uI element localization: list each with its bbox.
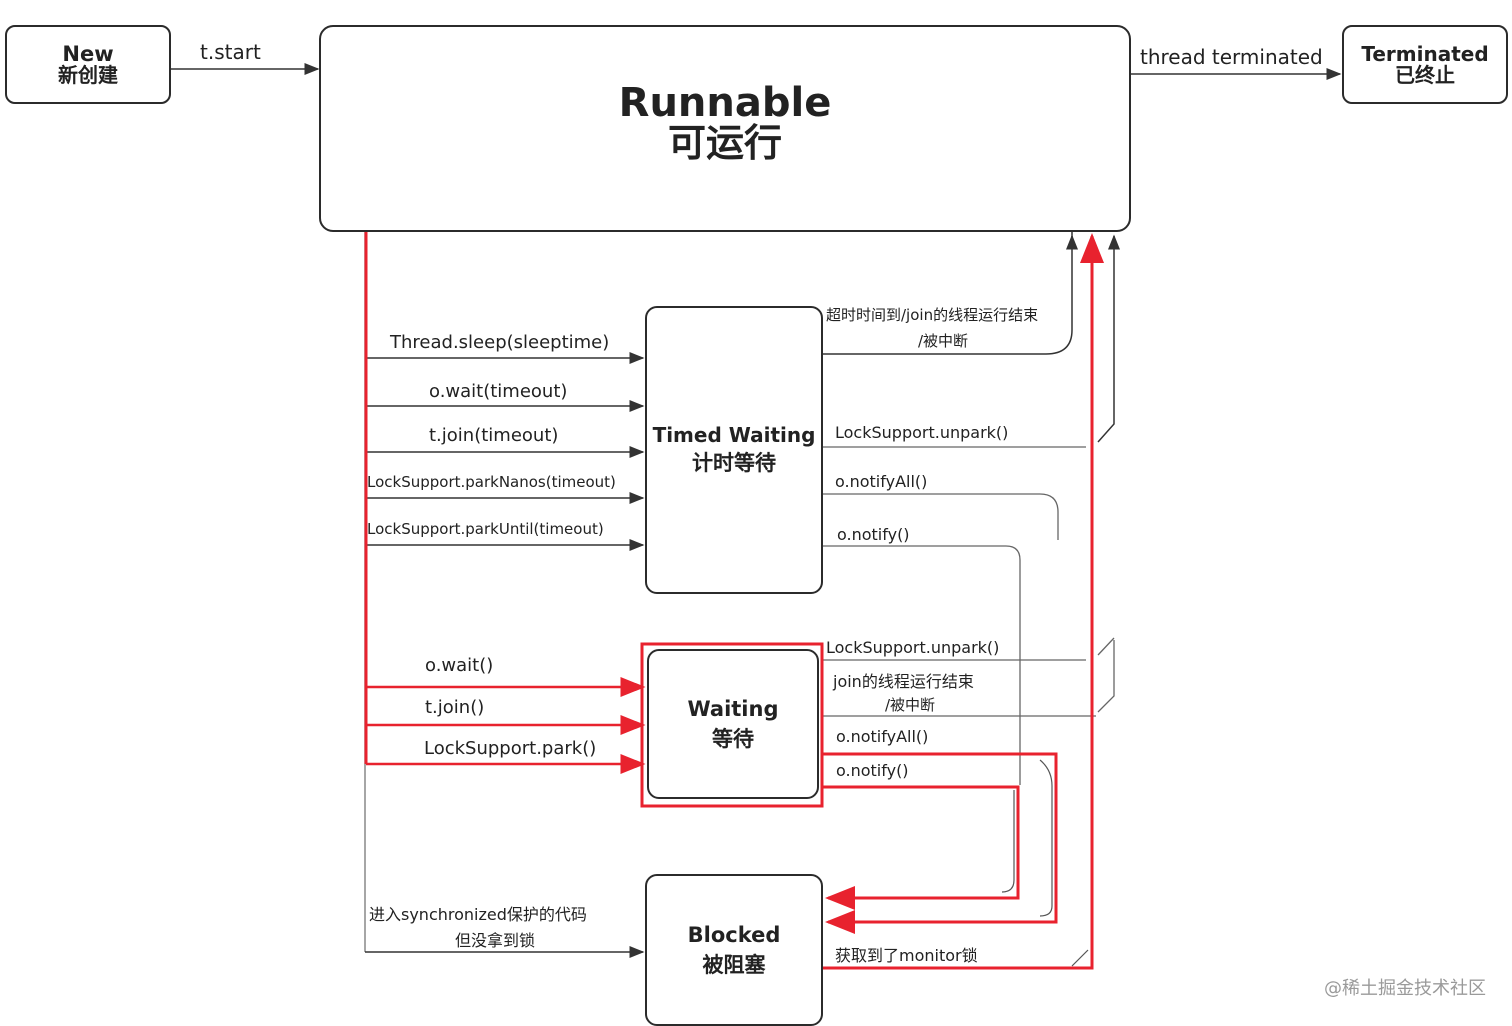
state-blocked-zh: 被阻塞 [702,953,766,977]
label-timeout-line1: 超时时间到/join的线程运行结束 [826,306,1039,324]
label-t-start: t.start [200,40,261,64]
state-runnable-en: Runnable [618,79,832,126]
label-t-join-timeout: t.join(timeout) [429,425,559,446]
watermark: @稀土掘金技术社区 [1324,978,1486,999]
state-blocked: Blocked 被阻塞 [645,874,823,1026]
label-join-line1: join的线程运行结束 [833,672,974,691]
label-o-wait: o.wait() [425,655,494,676]
label-sync-line1: 进入synchronized保护的代码 [369,905,587,924]
label-timed-unpark: LockSupport.unpark() [835,423,1009,442]
state-blocked-en: Blocked [687,922,781,947]
state-timed-waiting-zh: 计时等待 [692,451,776,476]
label-thread-terminated: thread terminated [1140,45,1323,69]
label-thread-sleep: Thread.sleep(sleeptime) [390,332,610,353]
label-waiting-notify: o.notify() [836,761,909,780]
waiting-highlight-box [640,642,824,808]
label-o-wait-timeout: o.wait(timeout) [429,381,568,402]
label-park-until: LockSupport.parkUntil(timeout) [367,520,604,538]
label-timed-notify-all: o.notifyAll() [835,472,928,491]
label-monitor-lock: 获取到了monitor锁 [835,946,978,965]
state-new-en: New [62,41,114,66]
state-terminated-en: Terminated [1361,41,1489,66]
state-timed-waiting: Timed Waiting 计时等待 [645,306,823,594]
state-terminated: Terminated 已终止 [1342,25,1508,104]
label-timed-notify: o.notify() [837,525,910,544]
label-timeout-line2: /被中断 [918,332,969,350]
label-waiting-unpark: LockSupport.unpark() [826,638,1000,657]
state-terminated-zh: 已终止 [1395,62,1455,87]
state-new-zh: 新创建 [58,63,118,88]
label-sync-line2: 但没拿到锁 [455,931,536,950]
label-park: LockSupport.park() [424,738,597,759]
label-park-nanos: LockSupport.parkNanos(timeout) [367,473,616,491]
state-runnable: Runnable 可运行 [319,25,1131,232]
state-runnable-zh: 可运行 [667,120,782,165]
label-join-line2: /被中断 [885,696,936,714]
state-waiting-zh: 等待 [712,727,754,751]
label-waiting-notify-all: o.notifyAll() [836,727,929,746]
state-timed-waiting-en: Timed Waiting [652,423,816,448]
state-waiting: Waiting 等待 [647,649,819,799]
label-t-join: t.join() [425,697,485,718]
state-new: New 新创建 [5,25,171,104]
state-waiting-en: Waiting [687,696,779,721]
